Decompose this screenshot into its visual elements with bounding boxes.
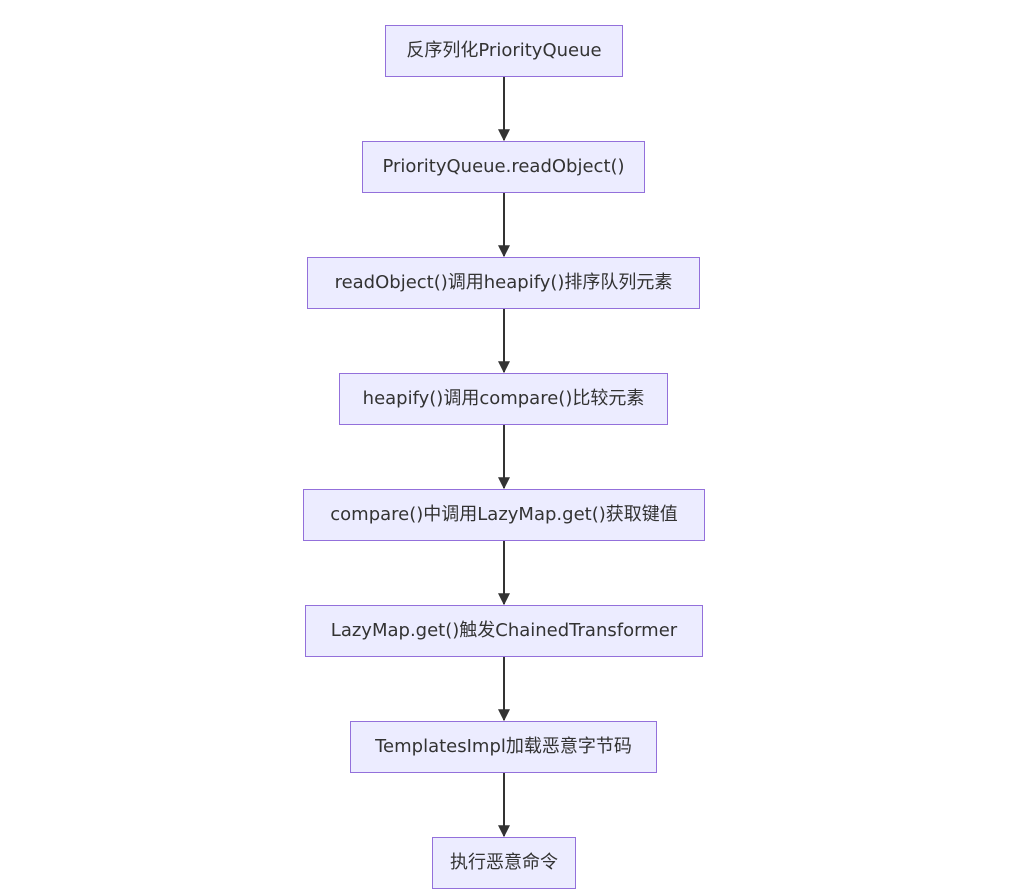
node-deserialize-priorityqueue: 反序列化PriorityQueue [385,25,623,77]
node-lazymap-get-call: compare()中调用LazyMap.get()获取键值 [303,489,705,541]
node-chainedtransformer-trigger: LazyMap.get()触发ChainedTransformer [305,605,703,657]
node-compare-call: heapify()调用compare()比较元素 [339,373,668,425]
node-heapify-call: readObject()调用heapify()排序队列元素 [307,257,700,309]
node-readobject: PriorityQueue.readObject() [362,141,645,193]
node-execute-command: 执行恶意命令 [432,837,576,889]
node-templatesimpl-load: TemplatesImpl加载恶意字节码 [350,721,657,773]
